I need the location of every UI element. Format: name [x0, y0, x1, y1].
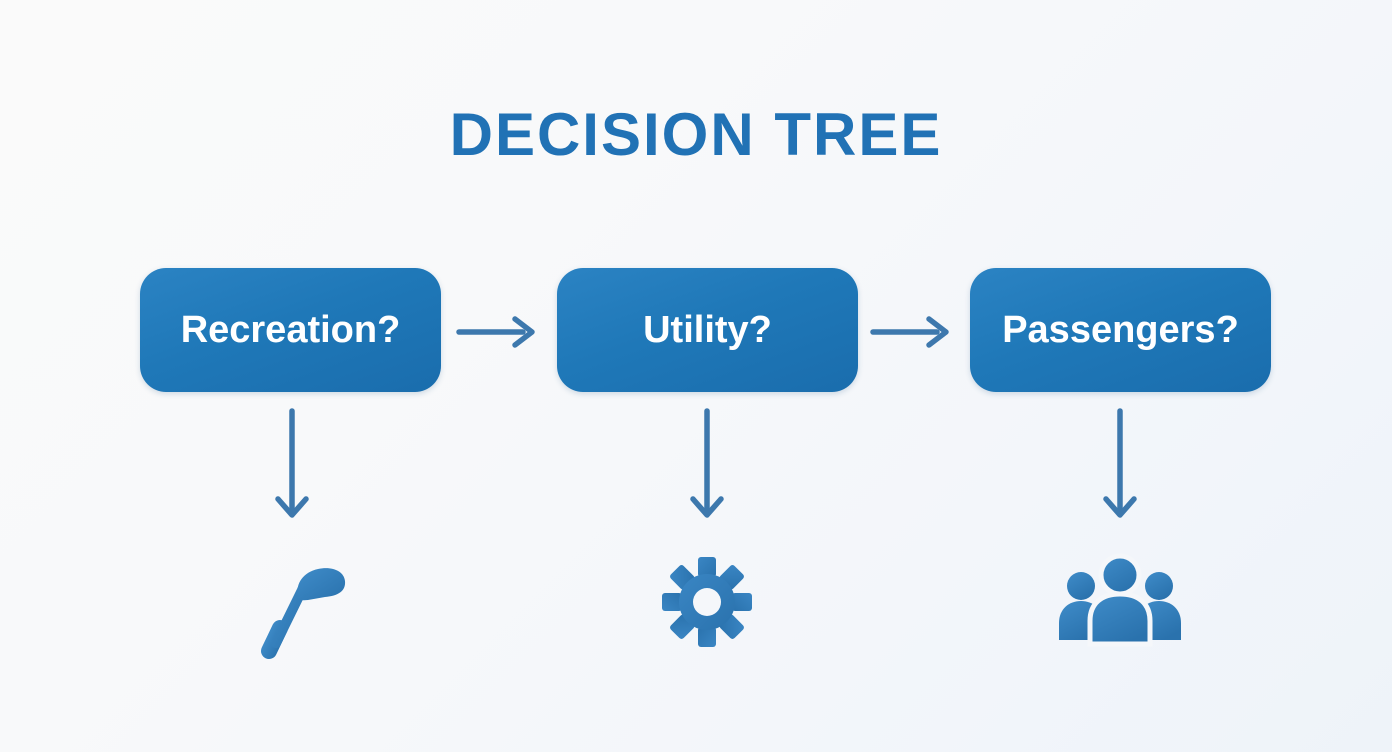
- down-arrow-icon: [275, 408, 309, 518]
- decision-node-label: Recreation?: [180, 308, 401, 351]
- people-icon: [1059, 553, 1181, 647]
- down-arrow-icon: [690, 408, 724, 518]
- golf-club-icon: [261, 568, 346, 659]
- right-arrow-icon: [456, 316, 535, 348]
- decision-node-passengers: Passengers?: [970, 268, 1271, 392]
- right-arrow-icon: [870, 316, 949, 348]
- decision-node-utility: Utility?: [557, 268, 858, 392]
- gear-icon: [662, 557, 752, 647]
- decision-node-label: Utility?: [643, 308, 772, 351]
- decision-node-label: Passengers?: [1002, 308, 1239, 351]
- down-arrow-icon: [1103, 408, 1137, 518]
- decision-node-recreation: Recreation?: [140, 268, 441, 392]
- page-title: DECISION TREE: [449, 101, 943, 168]
